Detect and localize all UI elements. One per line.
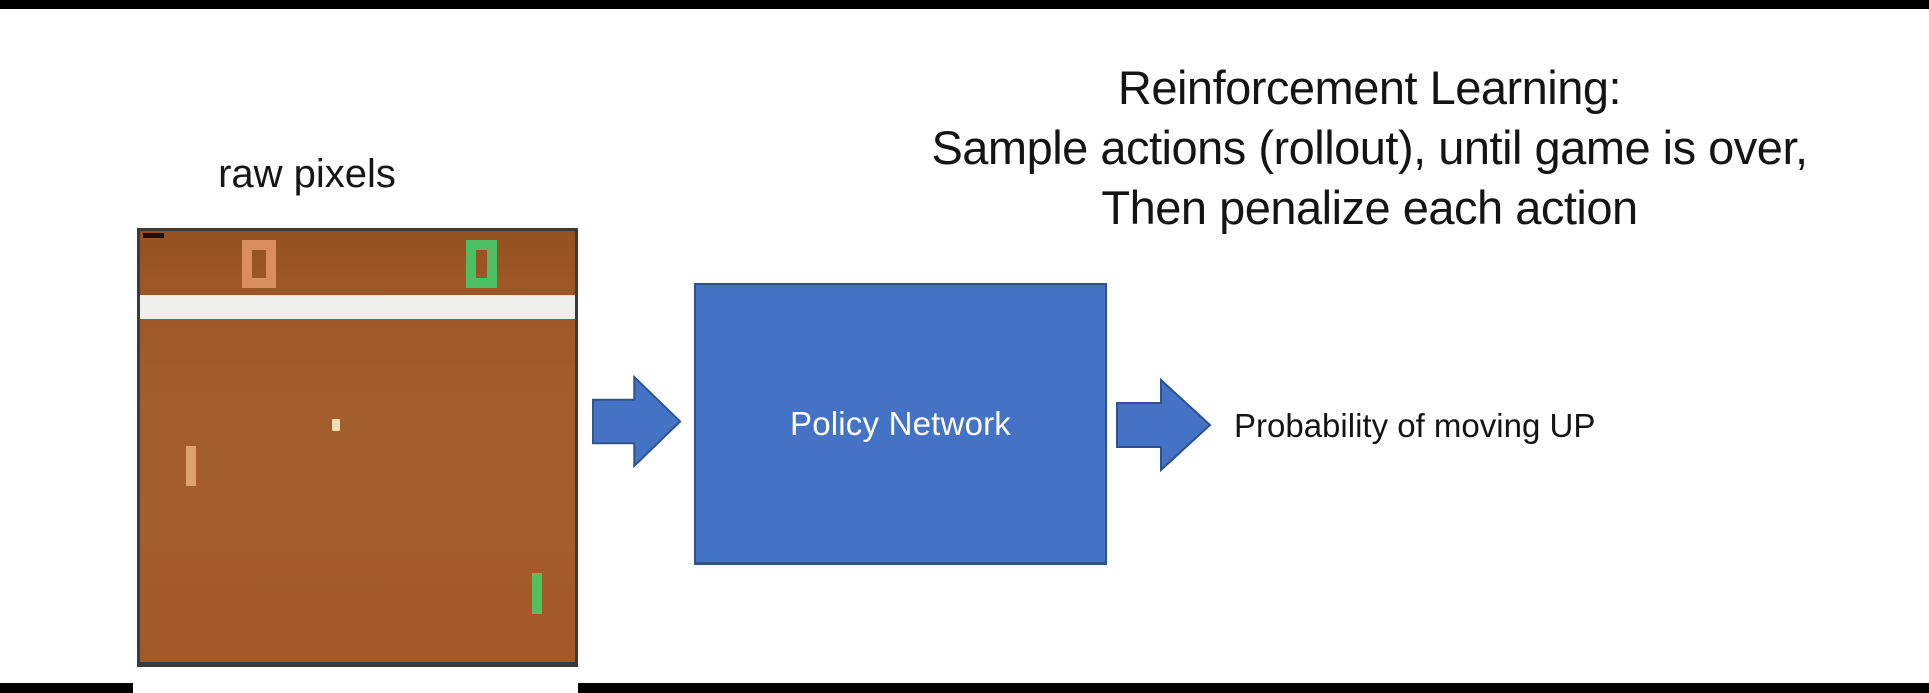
left-paddle xyxy=(186,446,196,486)
output-arrow-icon xyxy=(1116,378,1212,472)
policy-network-label: Policy Network xyxy=(789,404,1012,442)
policy-network-box: Policy Network xyxy=(694,283,1107,565)
headline-line-3: Then penalize each action xyxy=(1101,181,1638,234)
scoreboard-divider-band xyxy=(140,295,575,319)
left-player-score xyxy=(242,240,276,288)
right-player-score xyxy=(466,240,497,288)
probability-output-label: Probability of moving UP xyxy=(1234,407,1596,444)
pong-game-image xyxy=(137,228,578,667)
headline-line-2: Sample actions (rollout), until game is … xyxy=(931,121,1808,174)
game-corner-notch xyxy=(143,233,164,238)
pong-ball xyxy=(332,419,340,431)
bottom-right-letterbox-bar xyxy=(578,683,1929,693)
top-letterbox-bar xyxy=(0,0,1929,9)
raw-pixels-label: raw pixels xyxy=(218,152,396,196)
headline-line-1: Reinforcement Learning: xyxy=(1117,61,1622,114)
headline-text: Reinforcement Learning: Sample actions (… xyxy=(810,58,1929,238)
right-paddle xyxy=(532,573,542,614)
input-arrow-icon xyxy=(592,375,682,468)
bottom-left-letterbox-bar xyxy=(0,683,133,693)
